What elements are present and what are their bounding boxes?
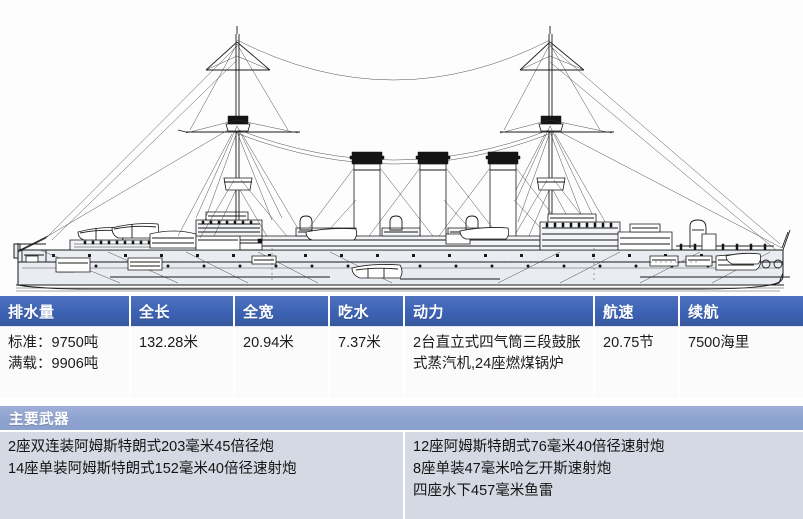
weapons-secondary-item: 12座阿姆斯特朗式76毫米40倍径速射炮 bbox=[413, 439, 665, 455]
weapons-secondary-list: 12座阿姆斯特朗式76毫米40倍径速射炮 8座单装47毫米哈乞开斯速射炮 四座水… bbox=[405, 432, 803, 519]
column-header-range: 续航 bbox=[680, 296, 803, 326]
table-header-row: 排水量 全长 全宽 吃水 动力 航速 续航 bbox=[0, 296, 803, 326]
column-header-displacement: 排水量 bbox=[0, 296, 131, 326]
column-header-length: 全长 bbox=[131, 296, 235, 326]
column-header-power: 动力 bbox=[405, 296, 595, 326]
value-length: 132.28米 bbox=[131, 326, 235, 398]
weapons-primary-item: 14座单装阿姆斯特朗式152毫米40倍径速射炮 bbox=[8, 460, 297, 477]
weapons-secondary-item: 四座水下457毫米鱼雷 bbox=[413, 482, 554, 499]
value-displacement: 标准：9750吨 满载：9906吨 bbox=[0, 326, 131, 398]
value-draft: 7.37米 bbox=[330, 326, 405, 398]
column-header-draft: 吃水 bbox=[330, 296, 405, 326]
weapons-grid: 2座双连装阿姆斯特朗式203毫米45倍径炮 14座单装阿姆斯特朗式152毫米40… bbox=[0, 432, 803, 519]
weapons-section: 主要武器 2座双连装阿姆斯特朗式203毫米45倍径炮 14座单装阿姆斯特朗式15… bbox=[0, 406, 803, 519]
weapons-secondary-item: 8座单装47毫米哈乞开斯速射炮 bbox=[413, 460, 612, 477]
column-header-speed: 航速 bbox=[595, 296, 680, 326]
ship-profile-illustration: .ln{stroke:#1a1a1a;fill:none;stroke-widt… bbox=[13, 26, 791, 292]
table-value-row: 标准：9750吨 满载：9906吨 132.28米 20.94米 7.37米 2… bbox=[0, 326, 803, 398]
value-speed: 20.75节 bbox=[595, 326, 680, 398]
weapons-primary-item: 2座双连装阿姆斯特朗式203毫米45倍径炮 bbox=[8, 439, 274, 455]
weapons-section-header: 主要武器 bbox=[0, 406, 803, 432]
value-beam: 20.94米 bbox=[235, 326, 330, 398]
weapons-primary-list: 2座双连装阿姆斯特朗式203毫米45倍径炮 14座单装阿姆斯特朗式152毫米40… bbox=[0, 432, 405, 519]
column-header-beam: 全宽 bbox=[235, 296, 330, 326]
value-power: 2台直立式四气筒三段鼓胀式蒸汽机,24座燃煤锅炉 bbox=[405, 326, 595, 398]
value-range: 7500海里 bbox=[680, 326, 803, 398]
